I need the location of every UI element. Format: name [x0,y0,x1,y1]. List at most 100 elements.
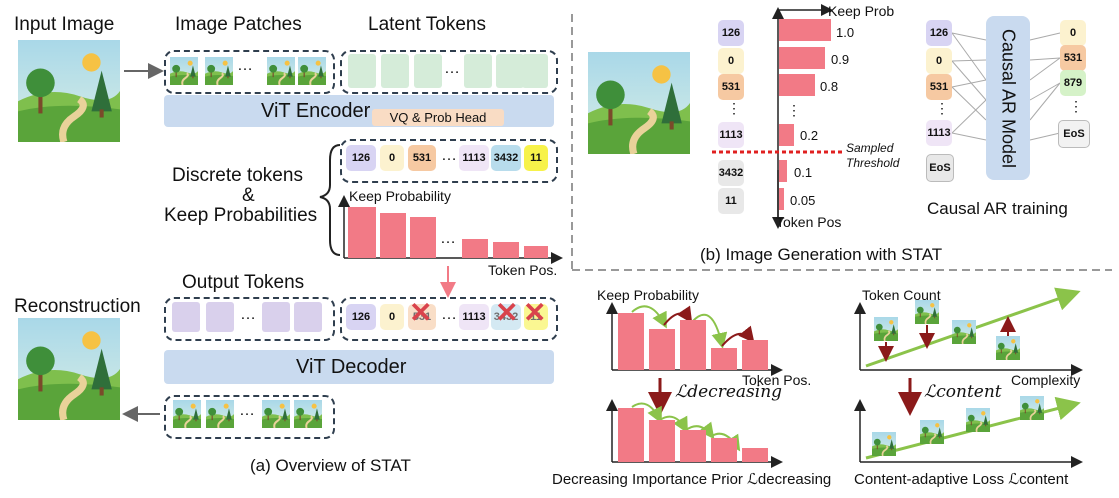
cross-icon: ✕ [523,297,547,328]
brace [319,144,341,256]
vit-decoder-label: ViT Decoder [296,356,407,378]
b-bar [779,124,794,146]
b-value: 1.0 [836,25,855,40]
complexity-axis: Complexity [1011,372,1081,388]
keep-probabilities-label: Keep Probabilities [164,205,318,226]
b-value: 0.8 [820,79,839,94]
keep-prob-bar [493,242,519,258]
vit-decoder-bar [164,350,554,384]
output-ellipsis: … [240,306,256,323]
b-value: 0.1 [794,165,813,180]
b-value: 0.05 [790,193,816,208]
token-1113: 1113 [459,145,489,171]
c-bar-bottom [742,448,768,462]
ar-vdots: ⋮ [935,100,949,116]
c-bar-bottom [618,408,644,462]
b-token-531: 531 [718,74,744,100]
caption-b: (b) Image Generation with STAT [700,245,943,264]
generated-image [588,52,690,154]
ar-in-0: 0 [926,48,952,74]
out-token-531: 531 [408,304,436,330]
keep-prob-bar [462,239,488,258]
latent-token [522,54,548,88]
bar-ellipsis: … [440,230,456,247]
latent-token [496,54,524,88]
output-token [294,302,322,332]
caption-d: Content-adaptive Loss ℒcontent [854,471,1069,488]
output-token [172,302,200,332]
b-vdots: ⋮ [727,100,741,116]
out-token-1113: 1113 [459,304,489,330]
discrete-tokens-label: Discrete tokens [172,165,303,186]
keep-prob-bar [524,246,548,258]
keep-prob-axis: Keep Prob [828,3,895,19]
output-tokens-box [164,297,335,341]
c-keep-prob-axis: Keep Probability [597,287,699,303]
output-tokens-label: Output Tokens [182,272,305,293]
sampled-label: Sampled [846,141,894,155]
caption-a: (a) Overview of STAT [250,456,411,475]
b-token-0: 0 [718,48,744,74]
ar-out-vdots: ⋮ [1069,98,1083,114]
ar-out-eos: EoS [1058,120,1090,148]
c-bar-top [618,313,644,370]
c-bar-bottom [649,420,675,462]
causal-ar-model-label: Causal AR Model [998,28,1019,169]
c-bar-bottom [711,438,737,462]
token-531: 531 [408,145,436,171]
token-3432: 3432 [491,145,521,171]
causal-ar-training-label: Causal AR training [927,199,1068,218]
b-bar [779,47,825,69]
c-bar-top [649,329,675,370]
b-bar [779,19,831,41]
b-bar [779,188,784,210]
ar-connections [951,32,1061,141]
keep-prob-bar [410,217,436,258]
keep-probability-axis-label: Keep Probability [349,188,451,204]
latent-tokens-label: Latent Tokens [368,14,486,35]
out-token-3432: 3432 [491,304,521,330]
vit-encoder-label: ViT Encoder [261,100,371,122]
ar-in-eos: EoS [926,154,954,182]
cross-icon: ✕ [495,297,519,328]
token-ellipsis: … [441,147,457,164]
discrete-tokens-box [340,139,558,183]
l-content-label: ℒcontent [924,382,1002,402]
c-token-pos-axis: Token Pos. [742,372,812,388]
pruned-tokens-box [340,297,558,341]
ar-out-879: 879 [1060,70,1086,96]
cross-icon: ✕ [409,297,433,328]
input-image-label: Input Image [14,14,115,35]
b-bar [779,160,787,182]
ar-in-126: 126 [926,20,952,46]
discrete-amp-label: & [242,185,255,206]
token-11: 11 [524,145,548,171]
latent-token [414,54,442,88]
out-token-ellipsis: … [441,306,457,323]
token-0: 0 [380,145,404,171]
c-bar-top [711,348,737,370]
out-token-126: 126 [346,304,376,330]
b-token-3432: 3432 [718,160,744,186]
keep-prob-bar [380,213,406,258]
keep-prob-bar [348,207,376,258]
reconstruction-label: Reconstruction [14,296,141,317]
b-token-1113: 1113 [718,122,744,148]
c-bar-top [680,320,706,370]
ar-out-0: 0 [1060,20,1086,46]
patches-ellipsis: … [237,57,253,74]
ar-in-1113: 1113 [926,120,952,146]
caption-c: Decreasing Importance Prior ℒdecreasing [552,471,832,488]
latent-token [381,54,409,88]
token-126: 126 [346,145,376,171]
b-token-11: 11 [718,188,744,214]
b-bar [779,74,815,96]
c-bar-top [742,340,768,370]
recon-ellipsis: … [239,402,255,419]
reconstruction-image [18,318,120,420]
token-pos-axis: Token Pos [776,214,842,230]
b-value: 0.2 [800,128,819,143]
causal-ar-model-block [986,16,1030,180]
vq-prob-head: VQ & Prob Head [372,109,504,126]
token-count-axis: Token Count [862,287,941,303]
